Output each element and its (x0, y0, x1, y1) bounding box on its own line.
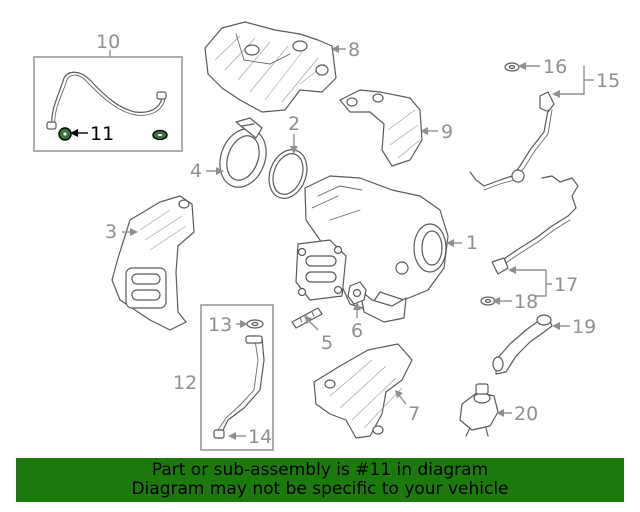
callout-7[interactable]: 7 (408, 403, 420, 425)
coolant-pipe-19[interactable] (492, 314, 553, 375)
clamp-4[interactable] (212, 117, 274, 194)
callout-17[interactable]: 17 (554, 274, 578, 296)
callout-1[interactable]: 1 (466, 232, 478, 254)
callout-20[interactable]: 20 (514, 403, 538, 425)
callout-2[interactable]: 2 (288, 113, 300, 135)
bracket-7[interactable] (313, 343, 413, 439)
callout-6[interactable]: 6 (351, 320, 363, 342)
nut-6[interactable] (347, 281, 367, 305)
group-12-box (200, 304, 274, 451)
callout-18[interactable]: 18 (514, 291, 538, 313)
parts-diagram: 1 2 3 4 5 6 7 8 9 10 11 12 13 14 15 16 1… (33, 21, 620, 451)
callout-19[interactable]: 19 (572, 316, 596, 338)
group-10-oil-feed-line[interactable] (33, 50, 183, 152)
callout-8[interactable]: 8 (348, 39, 360, 61)
group-12-oil-return-line[interactable] (200, 304, 274, 451)
callout-5[interactable]: 5 (321, 332, 333, 354)
banner-line-1: Part or sub-assembly is #11 in diagram (151, 460, 489, 480)
callout-10[interactable]: 10 (96, 31, 120, 53)
group-10-box (33, 56, 183, 152)
callout-4[interactable]: 4 (190, 160, 202, 182)
callout-11-highlighted[interactable]: 11 (90, 123, 114, 145)
heat-shield-3[interactable] (111, 195, 195, 331)
callout-12[interactable]: 12 (173, 372, 197, 394)
coolant-line-17[interactable] (480, 175, 579, 306)
callout-16[interactable]: 16 (543, 56, 567, 78)
heat-shield-9[interactable] (339, 89, 423, 167)
valve-20[interactable] (459, 383, 499, 437)
banner-line-2: Diagram may not be specific to your vehi… (131, 479, 509, 499)
coolant-line-15[interactable] (469, 62, 555, 191)
callout-3[interactable]: 3 (105, 221, 117, 243)
turbocharger-1[interactable] (295, 175, 449, 323)
gasket-2[interactable] (263, 144, 314, 203)
callout-14[interactable]: 14 (248, 426, 272, 448)
heat-shield-8[interactable] (204, 21, 337, 113)
info-banner: Part or sub-assembly is #11 in diagram D… (16, 458, 624, 502)
callout-9[interactable]: 9 (441, 121, 453, 143)
callout-13[interactable]: 13 (208, 314, 232, 336)
callout-15[interactable]: 15 (596, 70, 620, 92)
